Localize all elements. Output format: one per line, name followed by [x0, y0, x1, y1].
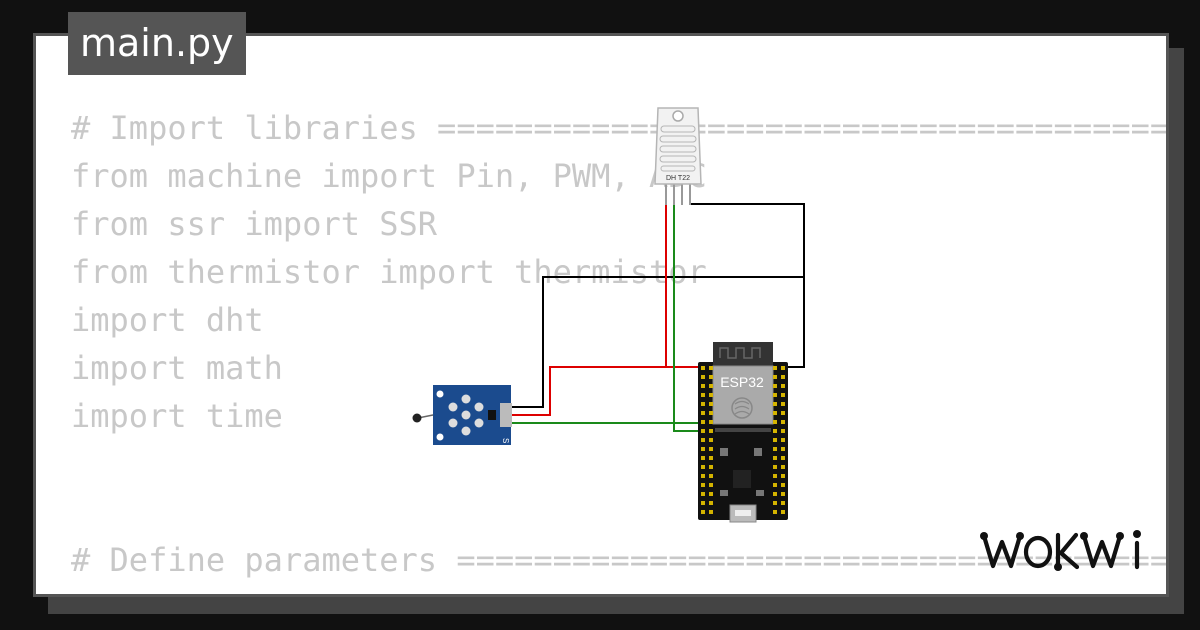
- wire-ntc-vcc: [512, 366, 702, 416]
- wire-dht-vcc: [665, 204, 702, 368]
- dht-label: DH T22: [666, 175, 690, 182]
- code-line: import dht: [71, 301, 264, 339]
- ntc-pin-label: S: [501, 438, 510, 443]
- ntc-temperature-module: S: [412, 385, 512, 445]
- esp32-label: ESP32: [720, 374, 764, 390]
- code-line: import time: [71, 397, 283, 435]
- wire-dht-data: [673, 204, 702, 432]
- code-preview: # Import libraries =====================…: [71, 104, 1169, 594]
- code-line: from machine import Pin, PWM, ADC: [71, 157, 707, 195]
- wire-ntc-gnd: [512, 276, 805, 408]
- code-line: from ssr import SSR: [71, 205, 438, 243]
- code-line: DELTA = 1000: [71, 584, 1166, 594]
- file-name-tab: main.py: [68, 12, 246, 75]
- wires: [512, 203, 805, 432]
- preview-card: # Import libraries =====================…: [33, 33, 1169, 597]
- code-line: # Import libraries =====================…: [71, 109, 1169, 147]
- esp32-board: ESP32: [698, 342, 788, 523]
- wokwi-logo: [980, 530, 1141, 571]
- code-line: import math: [71, 349, 283, 387]
- dht22-sensor: DH T22: [654, 107, 702, 205]
